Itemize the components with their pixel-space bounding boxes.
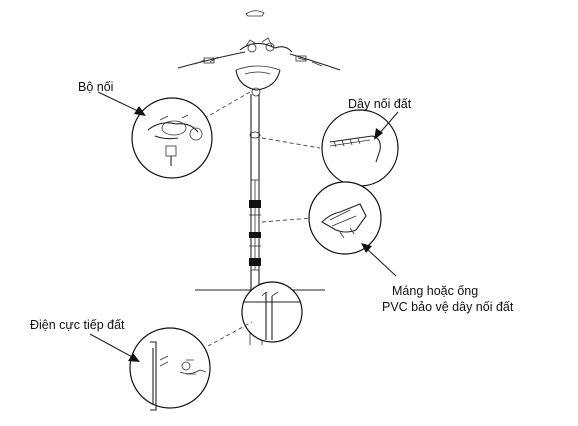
pole-connector-bowl [235, 65, 281, 97]
pole-top-cap [245, 10, 265, 17]
label-conduit-line2: PVC bảo vệ dây nối đất [382, 300, 514, 314]
label-ground-electrode: Điện cực tiếp đất [30, 318, 125, 332]
ground-level-detail-circle [241, 281, 303, 343]
ground-wire-detail-circle [261, 109, 399, 187]
connector-detail-circle [131, 91, 251, 179]
crossarm-insulators [239, 37, 293, 53]
arrow-conduit [361, 243, 397, 277]
label-conduit-line1: Máng hoặc ống [392, 284, 479, 298]
arrow-ground-wire [374, 111, 399, 140]
label-connector: Bộ nối [78, 80, 114, 94]
conduit-detail-circle [261, 181, 382, 255]
label-ground-wire: Dây nối đất [348, 97, 412, 111]
arrow-connector [97, 91, 146, 116]
arrow-ground-electrode [89, 333, 140, 362]
protective-conduit [249, 179, 261, 271]
overhead-wires [177, 51, 341, 71]
ground-electrode-detail-circle [129, 321, 253, 411]
